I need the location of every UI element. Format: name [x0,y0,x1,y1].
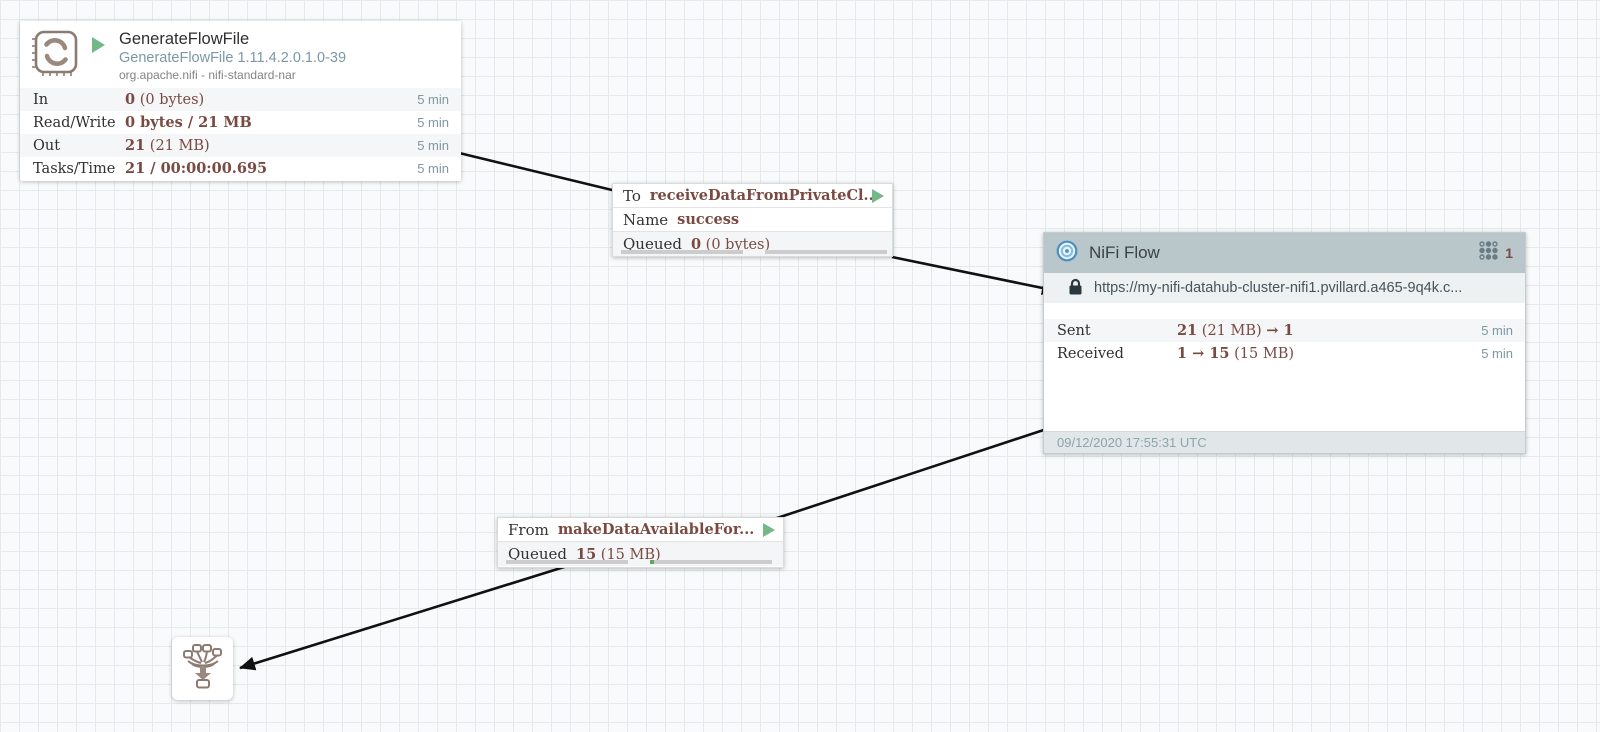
rpg-port-count: 1 [1505,245,1513,261]
connection-label-from-make-data[interactable]: From makeDataAvailableFor... Queued 15 (… [497,517,784,568]
queued-label: Queued [508,545,567,563]
wire-label-to-rpg[interactable] [891,255,1058,295]
connection-target-row: To receiveDataFromPrivateCl... [613,184,892,208]
queue-count-bar [506,560,628,564]
lock-icon [1068,278,1083,299]
stat-row-readwrite: Read/Write 0 bytes / 21 MB 5 min [33,114,449,131]
stat-row-sent: Sent 21 (21 MB) → 1 5 min [1044,319,1525,342]
rpg-title: NiFi Flow [1089,243,1160,262]
queue-count-bar [621,250,743,254]
processor-generateflowfile[interactable]: GenerateFlowFile GenerateFlowFile 1.11.4… [20,21,461,181]
to-label: To [623,186,641,205]
stat-label: Read/Write [33,114,116,131]
run-status-icon [872,189,884,203]
from-label: From [508,520,549,539]
remote-process-group-nifi-flow[interactable]: NiFi Flow 1 https://my-nifi-datahub-clus… [1043,232,1526,454]
processor-type: GenerateFlowFile 1.11.4.2.0.1.0-39 [119,50,347,66]
queue-size-bar [765,250,887,254]
wire-rpg-to-label[interactable] [764,416,1081,524]
stat-window: 5 min [417,92,449,107]
connection-queued-row: Queued 0 (0 bytes) [613,232,892,256]
connection-name: success [677,211,740,228]
name-label: Name [623,210,669,229]
stat-label: Received [1057,345,1124,362]
stat-window: 5 min [1481,346,1513,361]
queued-label: Queued [623,235,682,253]
rpg-header: NiFi Flow 1 [1044,233,1525,273]
processor-title: GenerateFlowFile [119,30,250,48]
queue-size-bar [650,560,772,564]
processor-icon [30,29,78,84]
stat-row-out: Out 21 (21 MB) 5 min [20,134,461,157]
connection-source-row: From makeDataAvailableFor... [498,518,783,542]
stat-window: 5 min [417,161,449,176]
stat-label: Out [33,137,61,154]
processor-bundle: org.apache.nifi - nifi-standard-nar [119,68,296,82]
stat-row-taskstime: Tasks/Time 21 / 00:00:00.695 5 min [33,160,449,177]
stat-row-in: In 0 (0 bytes) 5 min [20,88,461,111]
stat-label: Tasks/Time [33,160,116,177]
run-status-icon [92,37,105,53]
wire-label-to-funnel[interactable] [239,546,626,671]
connection-queued-row: Queued 15 (15 MB) [498,542,783,566]
run-status-icon [763,523,775,537]
remote-ports-icon [1479,241,1498,265]
stat-window: 5 min [1481,323,1513,338]
funnel-component[interactable] [172,637,233,700]
connection-source: makeDataAvailableFor... [557,521,755,538]
connection-target: receiveDataFromPrivateCl... [649,187,879,204]
funnel-icon [182,642,224,695]
rpg-url-row: https://my-nifi-datahub-cluster-nifi1.pv… [1044,273,1525,303]
remote-group-icon [1056,240,1078,267]
processor-header: GenerateFlowFile GenerateFlowFile 1.11.4… [20,21,461,88]
stat-label: Sent [1057,322,1091,339]
stat-label: In [33,91,49,108]
stat-window: 5 min [417,115,449,130]
stat-row-received: Received 1 → 15 (15 MB) 5 min [1057,345,1513,362]
stat-window: 5 min [417,138,449,153]
rpg-url: https://my-nifi-datahub-cluster-nifi1.pv… [1094,280,1463,296]
connection-name-row: Name success [613,208,892,232]
connection-label-to-receive[interactable]: To receiveDataFromPrivateCl... Name succ… [612,183,893,257]
rpg-last-refreshed: 09/12/2020 17:55:31 UTC [1044,431,1525,453]
